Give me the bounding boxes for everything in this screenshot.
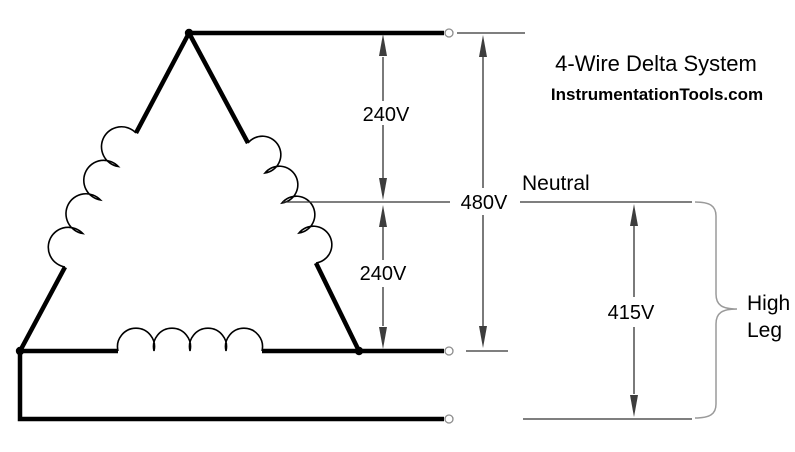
arrowhead-up-icon bbox=[630, 204, 638, 226]
arrowhead-up-icon bbox=[379, 205, 387, 227]
phase-wires bbox=[17, 30, 444, 422]
winding-right-lead-top bbox=[187, 31, 250, 145]
arrowhead-down-icon bbox=[379, 327, 387, 349]
dimension-480v: 480V bbox=[461, 35, 508, 348]
winding-leads bbox=[18, 31, 362, 354]
reference-lines bbox=[283, 32, 692, 420]
delta-windings bbox=[18, 31, 362, 354]
winding-left-lead-top bbox=[134, 31, 191, 135]
voltage-label-415: 415V bbox=[608, 302, 655, 324]
dimension-415v: 415V bbox=[608, 204, 655, 417]
dimension-240v-top: 240V bbox=[363, 34, 410, 200]
voltage-label-240-top: 240V bbox=[363, 104, 410, 126]
arrowhead-down-icon bbox=[379, 178, 387, 200]
arrowhead-up-icon bbox=[479, 35, 487, 57]
neutral-label: Neutral bbox=[522, 172, 590, 195]
arrowhead-down-icon bbox=[479, 326, 487, 348]
winding-coils bbox=[47, 126, 333, 352]
terminal-middle bbox=[444, 346, 454, 356]
junction-dot-right bbox=[354, 346, 364, 356]
junction-dot-left bbox=[15, 346, 25, 356]
high-leg-label-line1: High bbox=[747, 292, 790, 315]
page-title: 4-Wire Delta System bbox=[555, 51, 757, 76]
winding-left-coil bbox=[47, 126, 137, 268]
junction-dot-top bbox=[184, 28, 194, 38]
winding-right-lead-bottom bbox=[313, 262, 362, 352]
high-leg-label-line2: Leg bbox=[747, 319, 782, 342]
voltage-label-480: 480V bbox=[461, 192, 508, 214]
winding-bottom-coil bbox=[116, 327, 264, 352]
watermark: InstrumentationTools.com bbox=[551, 85, 763, 104]
arrowhead-up-icon bbox=[379, 34, 387, 56]
terminal-bottom bbox=[444, 414, 454, 424]
arrowhead-down-icon bbox=[630, 395, 638, 417]
junction-dots bbox=[15, 28, 364, 356]
winding-left-lead-bottom bbox=[18, 265, 67, 353]
terminal-top bbox=[444, 28, 454, 38]
voltage-label-240-bottom: 240V bbox=[360, 263, 407, 285]
terminals bbox=[444, 28, 454, 424]
dimension-240v-bottom: 240V bbox=[360, 205, 407, 349]
winding-right-coil bbox=[247, 135, 333, 264]
high-leg-brace bbox=[694, 201, 738, 419]
phase-wire-bottom bbox=[17, 351, 444, 422]
